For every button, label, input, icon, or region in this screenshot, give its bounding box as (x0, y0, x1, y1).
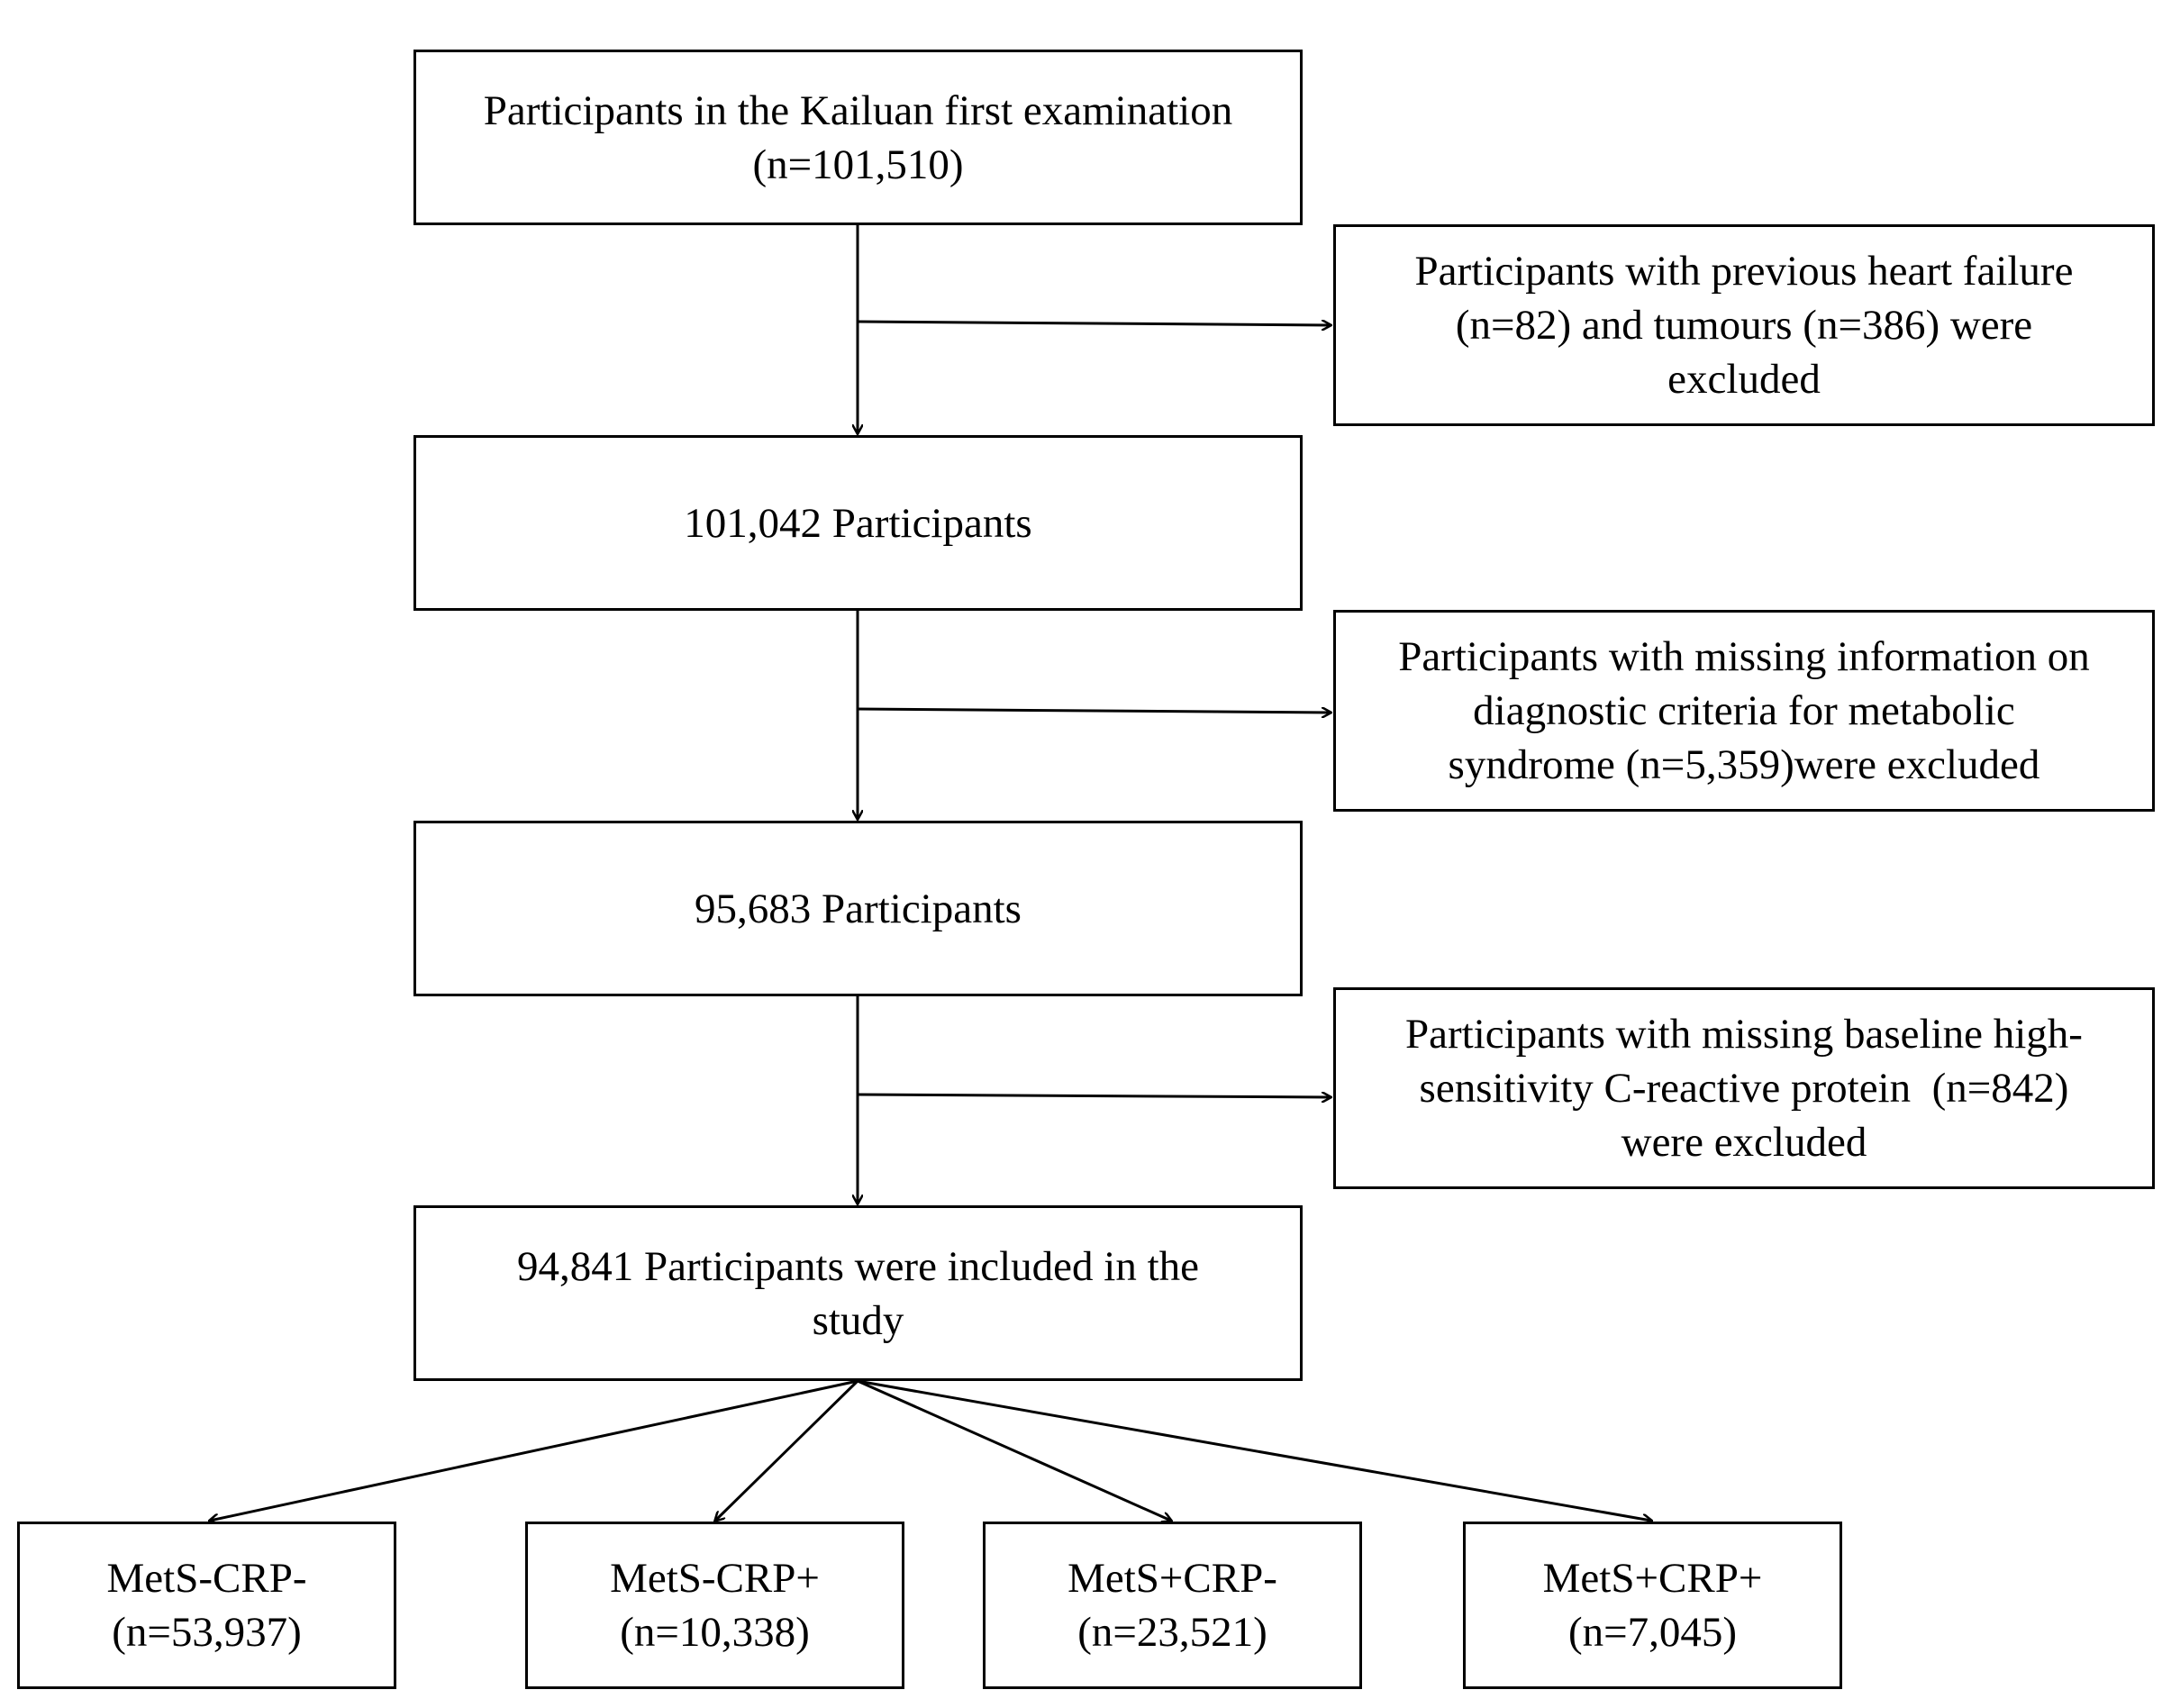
box-exclusion-missing-mets-criteria: Participants with missing information on… (1333, 610, 2155, 812)
box-text-line: excluded (1667, 356, 1821, 403)
arrow-to-exclusion-3 (857, 1095, 1331, 1097)
box-after-second-exclusion: 95,683 Participants (413, 821, 1303, 996)
box-text-line: Participants with missing baseline high- (1405, 1011, 2083, 1058)
box-text-line: (n=82) and tumours (n=386) were (1455, 302, 2033, 349)
group-label: MetS-CRP- (106, 1555, 307, 1602)
box-initial-participants: Participants in the Kailuan first examin… (413, 50, 1303, 225)
box-group-mets-neg-crp-neg: MetS-CRP- (n=53,937) (17, 1522, 396, 1689)
box-text-line: Participants with missing information on (1398, 633, 2090, 680)
box-text-line: syndrome (n=5,359)were excluded (1448, 741, 2040, 788)
box-after-first-exclusion: 101,042 Participants (413, 435, 1303, 611)
arrow-to-group-2 (715, 1379, 859, 1521)
box-text-line: were excluded (1621, 1119, 1867, 1166)
box-group-mets-pos-crp-neg: MetS+CRP- (n=23,521) (983, 1522, 1362, 1689)
arrow-to-group-4 (857, 1379, 1651, 1521)
box-text-line: diagnostic criteria for metabolic (1473, 687, 2015, 734)
box-text-line: 94,841 Participants were included in the (516, 1242, 1200, 1290)
box-text-line: 95,683 Participants (695, 885, 1022, 932)
box-text-line: sensitivity C-reactive protein (n=842) (1419, 1065, 2069, 1112)
box-text-line: Participants with previous heart failure (1414, 248, 2074, 295)
group-count: (n=7,045) (1567, 1609, 1738, 1656)
group-count: (n=53,937) (112, 1609, 302, 1656)
arrow-to-exclusion-2 (857, 709, 1331, 713)
box-text-line: (n=101,510) (752, 141, 964, 188)
box-group-mets-neg-crp-pos: MetS-CRP+ (n=10,338) (525, 1522, 904, 1689)
group-count: (n=23,521) (1077, 1609, 1267, 1656)
box-group-mets-pos-crp-pos: MetS+CRP+ (n=7,045) (1463, 1522, 1842, 1689)
box-exclusion-missing-crp: Participants with missing baseline high-… (1333, 987, 2155, 1189)
group-label: MetS-CRP+ (610, 1555, 820, 1602)
arrow-to-group-1 (210, 1379, 858, 1521)
box-text-line: study (812, 1296, 904, 1344)
box-included-participants: 94,841 Participants were included in the… (413, 1205, 1303, 1381)
box-exclusion-heart-failure-tumours: Participants with previous heart failure… (1333, 224, 2155, 426)
group-count: (n=10,338) (620, 1609, 810, 1656)
box-text-line: Participants in the Kailuan first examin… (483, 86, 1233, 134)
box-text-line: 101,042 Participants (684, 499, 1032, 547)
group-label: MetS+CRP- (1067, 1555, 1277, 1602)
arrow-to-exclusion-1 (857, 322, 1331, 325)
group-label: MetS+CRP+ (1542, 1555, 1763, 1602)
arrow-to-group-3 (857, 1379, 1171, 1521)
